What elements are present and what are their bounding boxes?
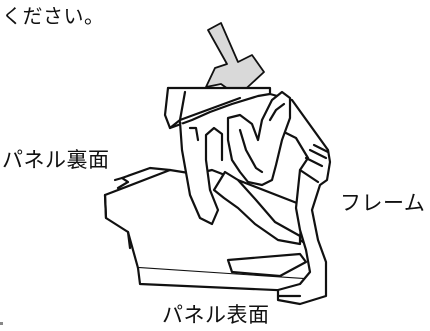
down-arrow-icon: [205, 22, 265, 97]
stray-dot: [0, 322, 3, 325]
label-frame: フレーム: [340, 191, 426, 215]
label-panel-back: パネル裏面: [2, 148, 110, 172]
label-panel-front: パネル表面: [162, 303, 270, 327]
frame-profile: [163, 86, 332, 306]
instruction-text-fragment: ください。: [2, 4, 105, 28]
